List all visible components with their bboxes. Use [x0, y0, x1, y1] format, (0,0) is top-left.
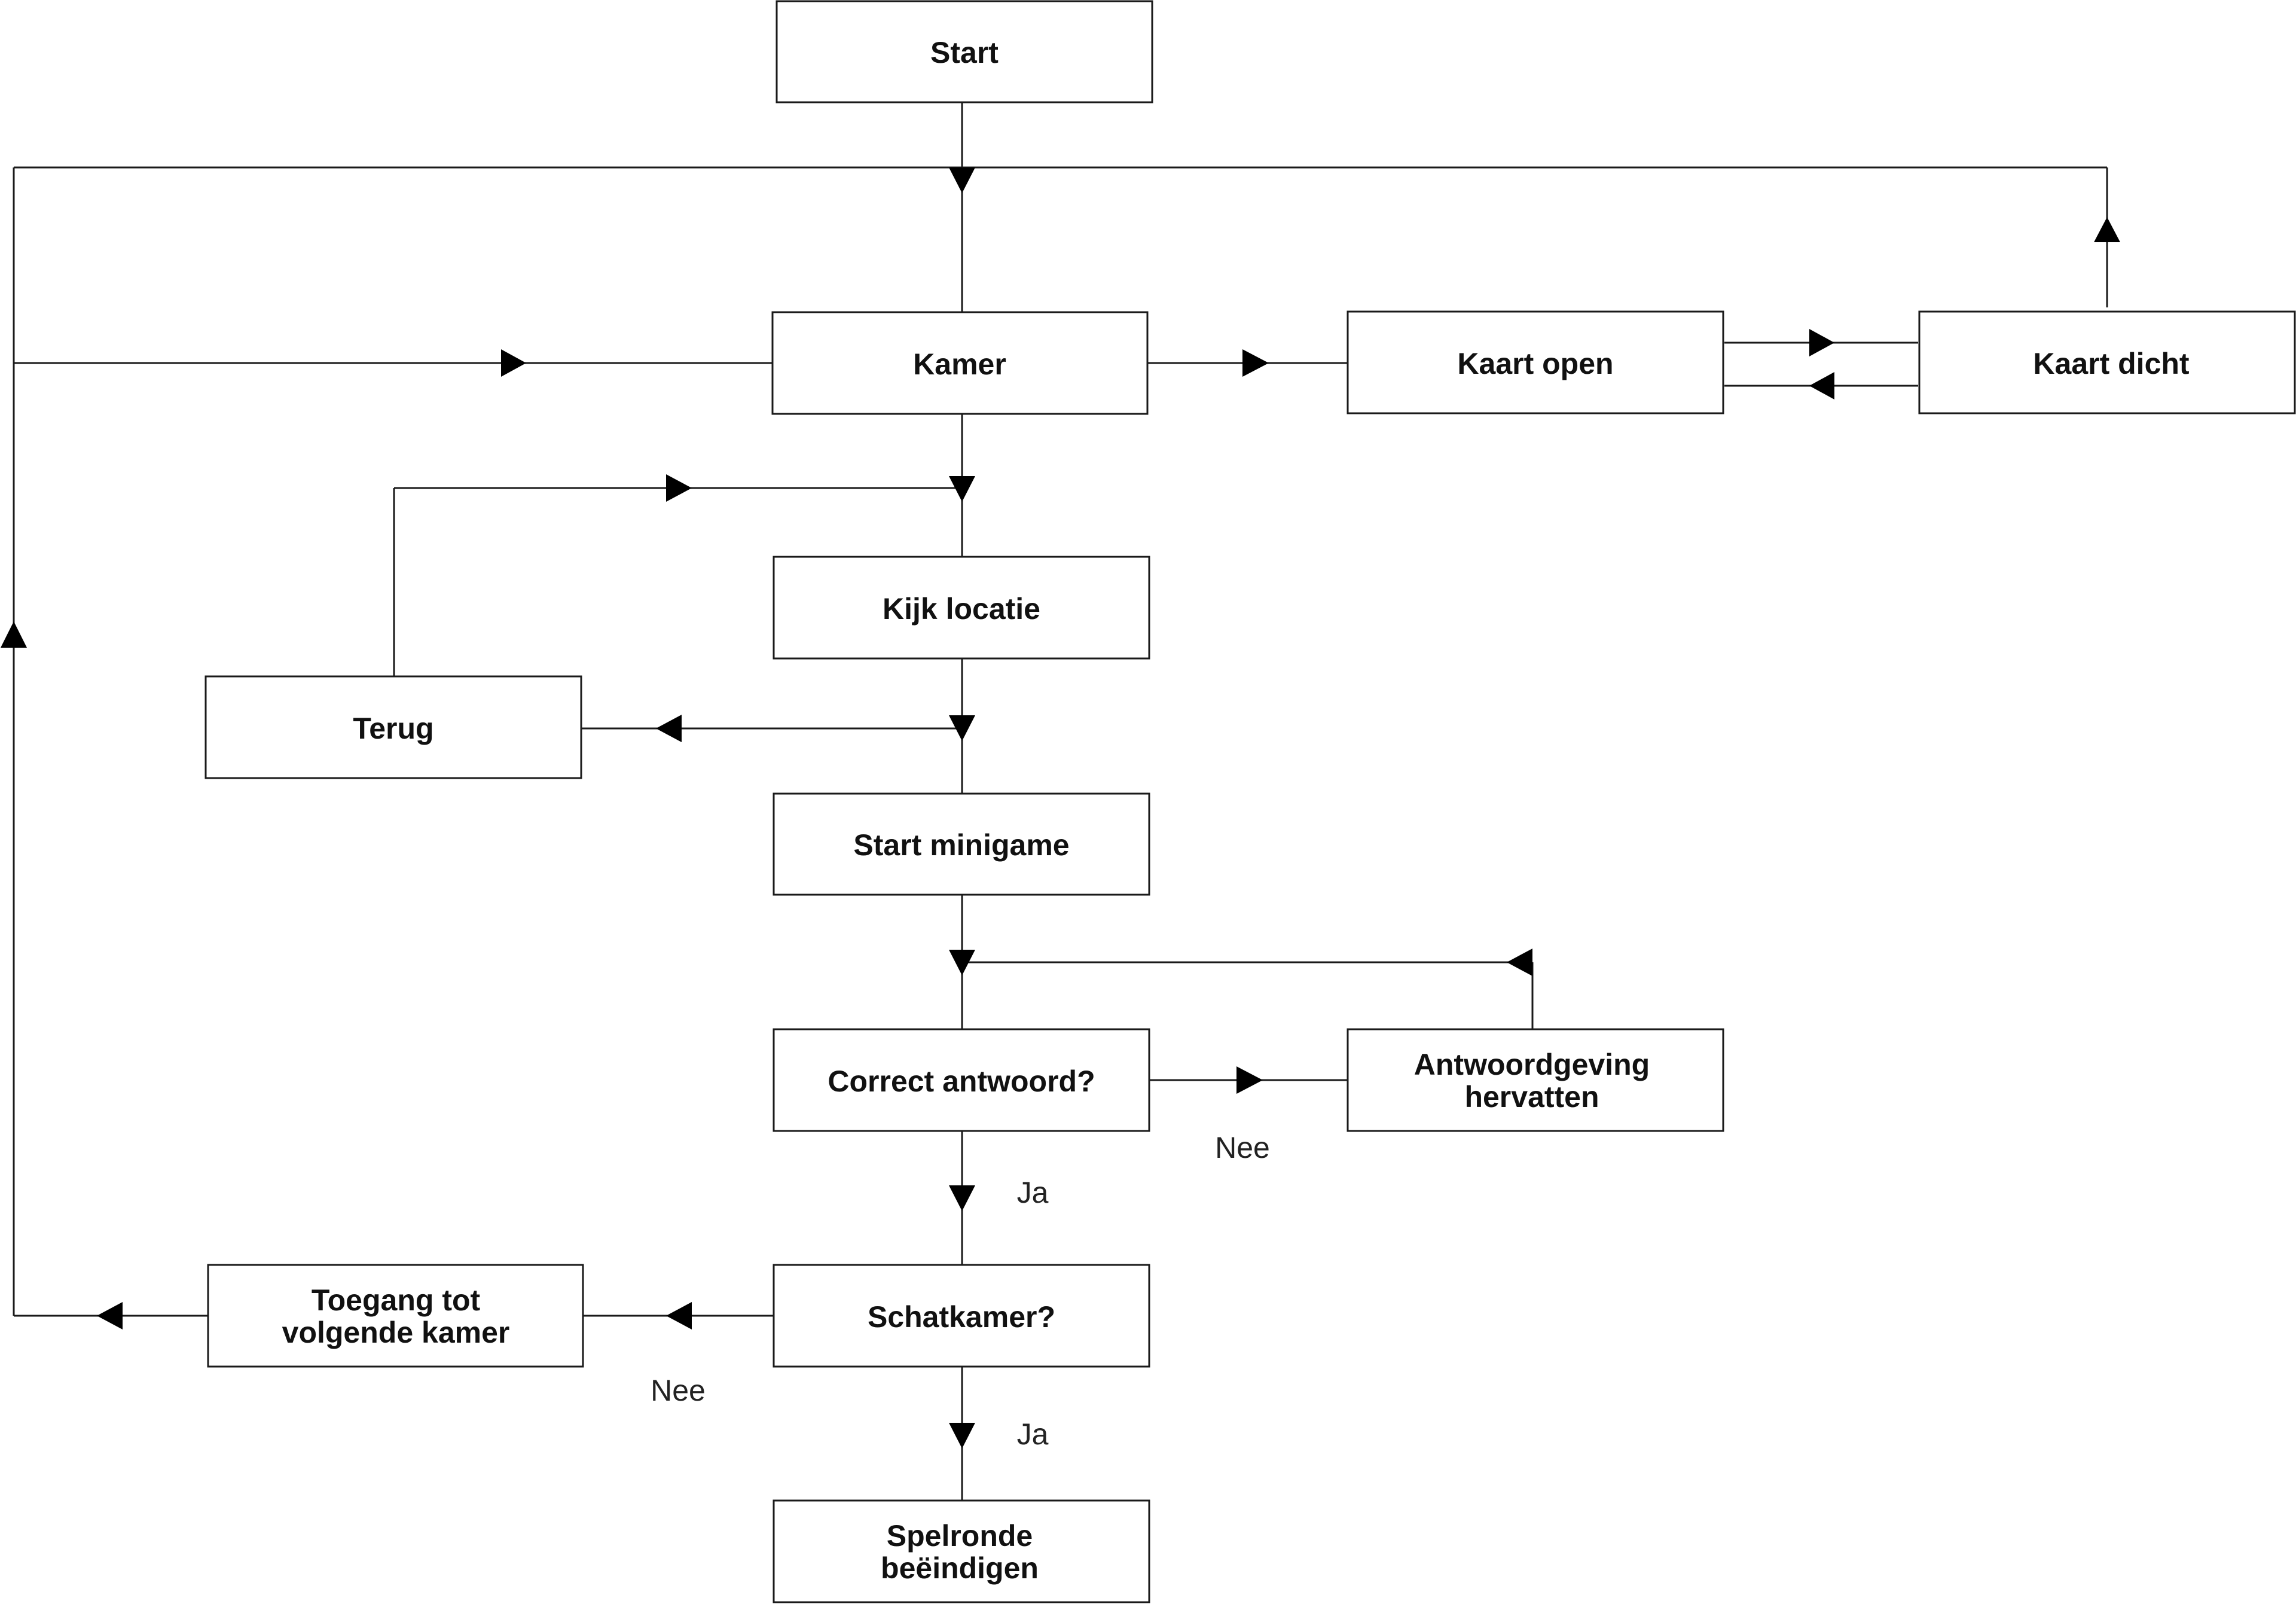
arrow-up-kaart-dicht [2094, 217, 2120, 242]
node-kaart-open-label: Kaart open [1457, 347, 1613, 380]
node-start: Start [775, 0, 1153, 103]
arrow-left-kaart-open [1809, 372, 1834, 400]
edge-label-schatkamer-ja: Ja [1017, 1417, 1049, 1451]
arrowheads [1, 167, 2120, 1449]
arrow-down-top-junction [949, 167, 975, 193]
node-start-label: Start [930, 36, 999, 69]
node-start-minigame: Start minigame [773, 792, 1150, 896]
arrow-down-schatkamer [949, 1185, 975, 1211]
edge-labels: Nee Ja Nee Ja [651, 1131, 1270, 1451]
node-label-line: Correct antwoord? [828, 1065, 1095, 1098]
node-kamer: Kamer [771, 311, 1149, 415]
arrow-left-antwoord-loop [1507, 949, 1532, 976]
node-label-line: Kaart open [1457, 347, 1613, 380]
node-kijk-locatie-label: Kijk locatie [883, 592, 1040, 626]
node-label-line: Kaart dicht [2033, 347, 2190, 380]
node-label-line: Start [930, 36, 999, 69]
node-label-line: Kijk locatie [883, 592, 1040, 626]
node-label-line: Antwoordgeving [1414, 1048, 1650, 1081]
node-correct-antwoord: Correct antwoord? [773, 1028, 1150, 1132]
node-start-minigame-label: Start minigame [853, 828, 1069, 862]
node-label-line: hervatten [1464, 1080, 1599, 1114]
arrow-left-left-loop [97, 1302, 123, 1329]
arrow-down-kijk-junction [949, 476, 975, 502]
node-kaart-open: Kaart open [1347, 310, 1724, 414]
arrow-down-spelronde [949, 1423, 975, 1449]
node-kaart-dicht: Kaart dicht [1918, 310, 2296, 414]
node-label-line: Spelronde [887, 1519, 1033, 1553]
arrow-right-into-kamer [501, 349, 526, 377]
node-label-line: Schatkamer? [868, 1300, 1055, 1334]
node-terug-label: Terug [353, 712, 433, 745]
node-label-line: Start minigame [853, 828, 1069, 862]
node-kaart-dicht-label: Kaart dicht [2033, 347, 2190, 380]
arrow-left-toegang [666, 1302, 692, 1329]
node-schatkamer: Schatkamer? [773, 1264, 1150, 1368]
arrow-left-terug [656, 715, 682, 742]
node-label-line: beëindigen [881, 1551, 1039, 1585]
node-kamer-label: Kamer [913, 347, 1006, 381]
arrow-right-antwoordgeving [1236, 1066, 1263, 1094]
node-label-line: Kamer [913, 347, 1006, 381]
arrow-down-minigame-junction [949, 715, 975, 741]
node-correct-antwoord-label: Correct antwoord? [828, 1065, 1095, 1098]
arrow-right-kaart-dicht [1809, 329, 1834, 356]
node-schatkamer-label: Schatkamer? [868, 1300, 1055, 1334]
node-kijk-locatie: Kijk locatie [773, 556, 1150, 660]
arrow-up-left-loop [1, 621, 27, 648]
node-terug: Terug [204, 675, 582, 779]
arrow-down-correct-junction [949, 950, 975, 975]
edge-label-correct-nee: Nee [1215, 1131, 1270, 1164]
node-label-line: Terug [353, 712, 433, 745]
edge-label-correct-ja: Ja [1017, 1176, 1049, 1209]
edge-label-schatkamer-nee: Nee [651, 1374, 706, 1407]
node-label-line: Toegang tot [312, 1283, 481, 1317]
arrow-right-terug-loop [666, 474, 692, 502]
node-label-line: volgende kamer [282, 1316, 510, 1349]
arrow-right-kaart-open [1242, 349, 1269, 377]
